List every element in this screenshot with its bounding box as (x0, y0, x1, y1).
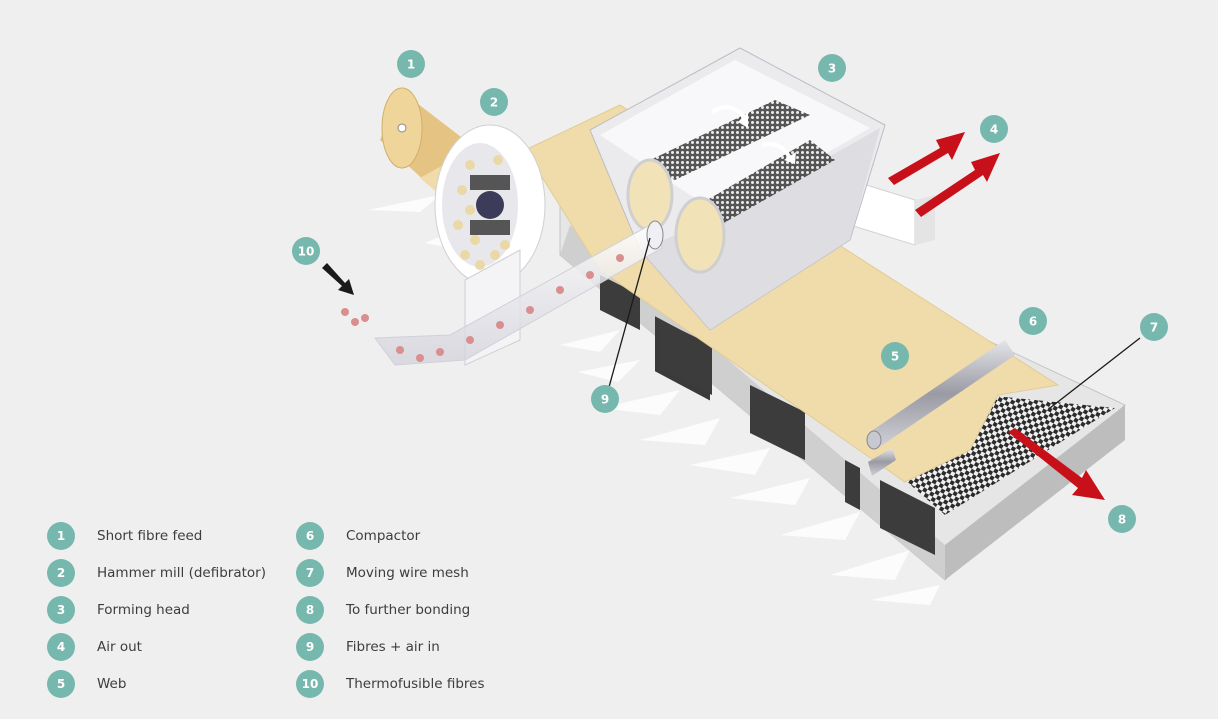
legend-label: Short fibre feed (97, 528, 203, 544)
legend-item-10: 10 Thermofusible fibres (296, 670, 485, 698)
svg-text:10: 10 (298, 245, 315, 259)
svg-text:7: 7 (1150, 321, 1158, 335)
legend-item-5: 5 Web (47, 670, 266, 698)
svg-text:6: 6 (1029, 315, 1037, 329)
callout-badge-3: 3 (818, 54, 846, 82)
legend-label: Hammer mill (defibrator) (97, 565, 266, 581)
legend-label: Air out (97, 639, 142, 655)
callout-badge-6: 6 (1019, 307, 1047, 335)
legend-label: Compactor (346, 528, 421, 544)
legend-label: To further bonding (346, 602, 471, 618)
legend-item-6: 6 Compactor (296, 522, 485, 550)
air-suction-triangles (368, 195, 940, 605)
legend-badge: 6 (296, 522, 324, 550)
svg-text:3: 3 (828, 62, 836, 76)
callout-badge-10: 10 (292, 237, 320, 265)
callout-badge-9: 9 (591, 385, 619, 413)
legend-badge: 8 (296, 596, 324, 624)
legend-item-4: 4 Air out (47, 633, 266, 661)
legend-badge: 4 (47, 633, 75, 661)
legend-item-9: 9 Fibres + air in (296, 633, 485, 661)
legend-item-8: 8 To further bonding (296, 596, 485, 624)
callout-badge-4: 4 (980, 115, 1008, 143)
svg-text:2: 2 (490, 96, 498, 110)
svg-text:4: 4 (990, 123, 998, 137)
further-bonding-arrow (1008, 428, 1105, 500)
callout-badge-5: 5 (881, 342, 909, 370)
legend-label: Thermofusible fibres (346, 676, 485, 692)
svg-text:1: 1 (407, 58, 415, 72)
legend-column-left: 1 Short fibre feed 2 Hammer mill (defibr… (47, 522, 266, 707)
forming-head (589, 47, 886, 331)
callout-badge-8: 8 (1108, 505, 1136, 533)
legend-badge: 2 (47, 559, 75, 587)
legend-item-1: 1 Short fibre feed (47, 522, 266, 550)
legend-badge: 9 (296, 633, 324, 661)
perforated-drum-back (626, 100, 810, 232)
legend-label: Web (97, 676, 127, 692)
legend-badge: 10 (296, 670, 324, 698)
air-out-duct (849, 179, 935, 246)
rotation-arrowhead-icon (738, 112, 748, 128)
legend-badge: 5 (47, 670, 75, 698)
svg-text:5: 5 (891, 350, 899, 364)
leader-lines (605, 237, 1141, 409)
hammer-mill (434, 124, 546, 366)
rotation-arrowhead-icon-2 (784, 152, 796, 164)
callout-badge-1: 1 (397, 50, 425, 78)
legend-item-7: 7 Moving wire mesh (296, 559, 485, 587)
air-out-arrows (888, 132, 1000, 217)
svg-text:8: 8 (1118, 513, 1126, 527)
callout-badge-7: 7 (1140, 313, 1168, 341)
thermofusible-input-arrow (322, 263, 354, 295)
legend-item-2: 2 Hammer mill (defibrator) (47, 559, 266, 587)
legend-item-3: 3 Forming head (47, 596, 266, 624)
svg-text:9: 9 (601, 393, 609, 407)
compactor (866, 340, 1015, 476)
fibre-granules (453, 155, 510, 270)
rotation-arrow-icon-2 (761, 141, 792, 160)
legend-label: Forming head (97, 602, 190, 618)
legend-label: Fibres + air in (346, 639, 440, 655)
legend-badge: 7 (296, 559, 324, 587)
legend-column-right: 6 Compactor 7 Moving wire mesh 8 To furt… (296, 522, 485, 707)
callout-badge-2: 2 (480, 88, 508, 116)
legend-badge: 3 (47, 596, 75, 624)
callout-badges: 1 2 3 4 5 6 7 8 9 10 (292, 50, 1168, 533)
fibre-inlet-pipe (341, 220, 664, 366)
rotation-arrow-icon (710, 105, 747, 120)
legend-label: Moving wire mesh (346, 565, 469, 581)
legend-badge: 1 (47, 522, 75, 550)
perforated-drum-front (674, 140, 835, 274)
